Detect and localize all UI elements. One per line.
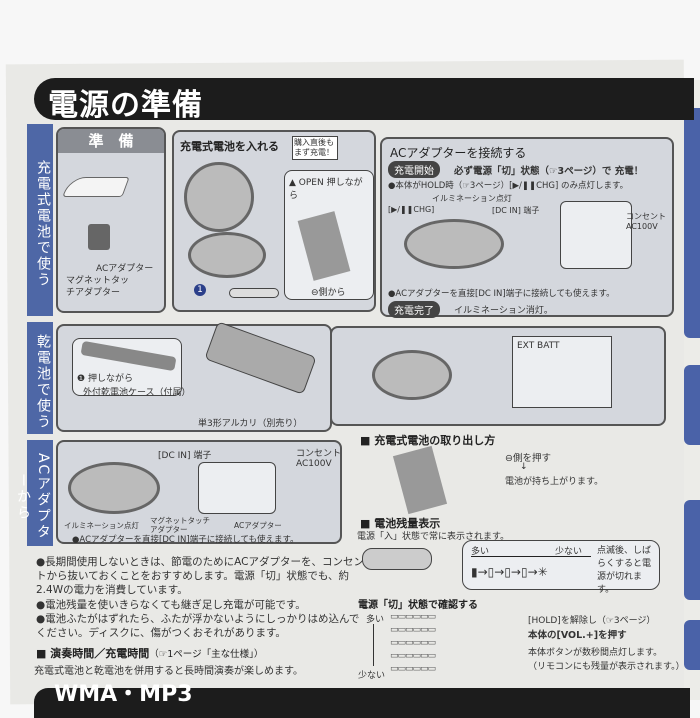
adjacent-tab: [684, 500, 700, 600]
case-inset: ❶ 押しながら 外付乾電池ケース（付属）: [72, 338, 191, 398]
dcin-label: [DC IN] 端子: [492, 206, 540, 215]
dry-cell-panel: ❶ 押しながら 外付乾電池ケース（付属） 単3形アルカリ（別売り）: [56, 321, 332, 432]
blink-note: 点滅後、しばらくすると電源が切れます。: [597, 546, 652, 595]
outlet-label: コンセント AC100V: [626, 212, 666, 231]
level-sub: 電源「入」状態で常に表示されます。: [357, 532, 510, 542]
side-tab-rechargeable: 充電式電池で使う: [27, 124, 53, 316]
battery-level-icons: ▮→▯→▯→▯→✳: [471, 565, 548, 579]
ext-batt-panel: EXT BATT: [330, 326, 666, 426]
ac-adapter-label: ACアダプター: [96, 264, 154, 274]
insert-heading: 充電式電池を入れる: [180, 140, 279, 153]
cd-player-drawing: [372, 350, 452, 400]
level-few: 少ない: [555, 547, 583, 557]
charge-done-badge: 充電完了: [388, 301, 440, 318]
dcin-label: [DC IN] 端子: [158, 451, 212, 461]
section-header-bar: [34, 78, 694, 120]
connector-inset: [198, 462, 276, 514]
step-1-badge: 1: [194, 284, 206, 296]
hold-release: [HOLD]を解除し（☞3ページ）: [528, 616, 656, 626]
note-top-up: ●電池残量を使いきらなくても継ぎ足し充電が可能です。: [36, 599, 306, 611]
next-section-bar: WMA・MP3: [34, 684, 690, 718]
prep-heading: 準 備: [58, 129, 164, 153]
level-arrow-line: [373, 624, 374, 666]
playtime-ref: （☞1ページ「主な仕様」）: [149, 649, 264, 660]
ac-connect-panel: ACアダプターを接続する 充電開始 必ず電源「切」状態（☞3ページ）で 充電！ …: [380, 137, 674, 318]
charge-start-text: 必ず電源「切」状態（☞3ページ）で 充電！: [454, 166, 644, 177]
aa-battery-label: 単3形アルカリ（別売り）: [198, 419, 303, 429]
ac-connect-heading: ACアダプターを接続する: [390, 146, 527, 160]
side-tab-dry-cell: 乾電池で使う: [27, 322, 53, 434]
ext-batt-inset: EXT BATT: [512, 336, 612, 408]
outlet-label: コンセント AC100V: [296, 449, 342, 469]
removal-result: 電池が持ち上がります。: [505, 477, 604, 487]
button-row: ▭▭▭▭▭▭: [390, 651, 436, 661]
power-switch-drawing: [229, 288, 279, 298]
playtime-text: 充電式電池と乾電池を併用すると長時間演奏が楽しめます。: [34, 666, 303, 677]
button-row: ▭▭▭▭▭▭: [390, 664, 436, 674]
magnet-adapter-drawing: [62, 177, 130, 197]
ac-adapter-panel: [DC IN] 端子 コンセント AC100V イルミネーション点灯 マグネット…: [56, 440, 342, 545]
playtime-heading: ■ 演奏時間／充電時間（☞1ページ「主な仕様」）: [36, 645, 263, 661]
battery-case-drawing: [80, 340, 177, 372]
charge-start-badge: 充電開始: [388, 161, 440, 178]
removal-heading: ■ 充電式電池の取り出し方: [360, 434, 496, 447]
button-level-rows: ▭▭▭▭▭▭ ▭▭▭▭▭▭ ▭▭▭▭▭▭ ▭▭▭▭▭▭ ▭▭▭▭▭▭: [390, 612, 510, 674]
remote-drawing: [362, 548, 432, 570]
off-check-many: 多い: [366, 615, 385, 625]
direct-connect-note: ●ACアダプターを直接[DC IN]端子に接続しても使えます。: [72, 535, 299, 545]
minus-side-label: ⊖側から: [311, 288, 346, 298]
button-row: ▭▭▭▭▭▭: [390, 625, 436, 635]
lit-note: 本体ボタンが数秒間点灯します。: [528, 648, 663, 658]
connector-inset: [560, 201, 632, 269]
ac-adapter-drawing: [88, 224, 110, 250]
prep-panel: 準 備 ACアダプター マグネットタッチアダプター: [56, 127, 166, 313]
down-arrow-icon: ↓: [520, 462, 528, 472]
battery-case-open-drawing: [204, 321, 317, 395]
note-lid: ●電池ふたがはずれたら、ふたが浮かないようにしっかりはめ込んでください。ディスク…: [36, 613, 360, 639]
button-row: ▭▭▭▭▭▭: [390, 638, 436, 648]
charge-note: 購入直後もまず充電！: [292, 136, 338, 160]
side-tab-ac: ACアダプターから: [15, 440, 53, 546]
battery-pack-drawing: [297, 211, 351, 281]
level-arrow-line: [471, 556, 591, 557]
section-title: 電源の準備: [48, 88, 203, 123]
battery-detail-inset: ▲ OPEN 押しながら ⊖側から: [284, 170, 374, 300]
off-check-heading: 電源「切」状態で確認する: [358, 600, 478, 611]
cd-lid-drawing: [184, 162, 254, 232]
case-label: 外付乾電池ケース（付属）: [83, 388, 191, 398]
ac-adapter-label: ACアダプター: [234, 521, 282, 530]
button-row: ▭▭▭▭▭▭: [390, 612, 436, 622]
level-heading: ■ 電池残量表示: [360, 517, 441, 530]
battery-level-box: 多い 少ない ▮→▯→▯→▯→✳ 点滅後、しばらくすると電源が切れます。: [462, 540, 660, 595]
note-unplug: ●長期間使用しないときは、節電のためにACアダプターを、コンセントから抜いておく…: [36, 556, 364, 596]
off-check-few: 少ない: [358, 671, 386, 681]
adjacent-tab: [684, 108, 700, 338]
push-minus-label: ⊖側を押す: [505, 453, 551, 464]
illumination-label: イルミネーション点灯: [64, 521, 139, 530]
magnet-adapter-label: マグネットタッチアダプター: [150, 516, 210, 534]
playtime-title: ■ 演奏時間／充電時間: [36, 647, 150, 660]
illumination-on-label: イルミネーション点灯: [432, 194, 512, 203]
insert-battery-panel: 充電式電池を入れる 購入直後もまず充電！ ▲ OPEN 押しながら ⊖側から 1: [172, 130, 376, 312]
cd-player-drawing: [404, 219, 504, 269]
remote-note: （リモコンにも残量が表示されます。）: [528, 662, 685, 672]
cd-player-drawing: [68, 462, 160, 514]
adjacent-tab: [684, 620, 700, 670]
cd-player-drawing: [188, 232, 266, 278]
direct-connect-note: ●ACアダプターを直接[DC IN]端子に接続しても使えます。: [388, 289, 615, 299]
push-step: ❶ 押しながら: [77, 374, 133, 384]
ext-batt-label: EXT BATT: [517, 341, 560, 351]
level-many: 多い: [471, 547, 490, 557]
push-step-label: 押しながら: [87, 374, 133, 384]
charge-done-text: イルミネーション消灯。: [454, 306, 553, 316]
chg-label: [▶/❚❚CHG]: [388, 205, 435, 214]
adjacent-tab: [684, 365, 700, 445]
magnet-adapter-label: マグネットタッチアダプター: [66, 276, 130, 298]
press-vol: 本体の[VOL.+]を押す: [528, 630, 627, 641]
hold-note: ●本体がHOLD時（☞3ページ）[▶/❚❚CHG] のみ点灯します。: [388, 181, 629, 191]
open-instruction: ▲ OPEN 押しながら: [289, 178, 363, 201]
